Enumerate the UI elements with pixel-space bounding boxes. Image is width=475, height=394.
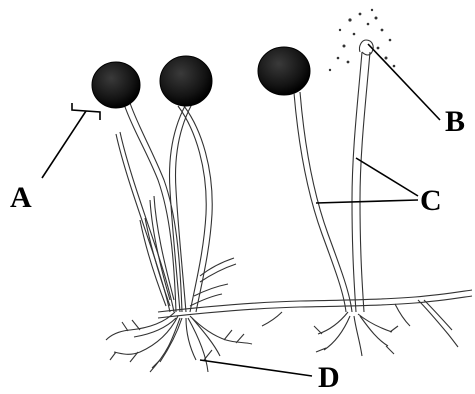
callout-line-c: [316, 158, 418, 203]
stolon: [158, 290, 472, 347]
sporangium-2: [160, 56, 212, 106]
sporangia-left: [92, 56, 212, 108]
rhizoids-right: [314, 312, 398, 356]
sporangiophores-left: [116, 103, 236, 312]
callout-line-d: [200, 360, 312, 376]
sporangium-1: [92, 62, 140, 108]
rhizoids-left: [106, 312, 252, 372]
label-b: B: [445, 107, 465, 137]
label-a: A: [10, 183, 32, 213]
sporangium-right: [258, 47, 310, 95]
label-c: C: [420, 186, 442, 216]
label-d: D: [318, 363, 340, 393]
callout-line-a: [42, 103, 100, 178]
callout-line-b: [368, 44, 440, 120]
